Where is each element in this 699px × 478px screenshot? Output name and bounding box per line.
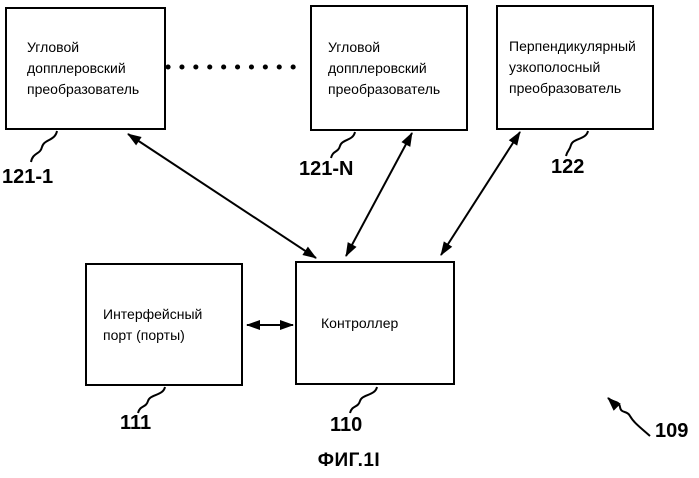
leader-squiggle-110 [349, 386, 378, 414]
block-label-line: преобразователь [509, 80, 622, 96]
block-label-line: преобразователь [27, 81, 140, 97]
block-label-line: Угловой [328, 38, 381, 55]
block-angular-doppler-transducer-n: Угловой допплеровский преобразователь [310, 5, 468, 131]
block-angular-doppler-transducer-1: Угловой допплеровский преобразователь [5, 7, 166, 130]
double-arrow-perpendicular-controller [440, 131, 521, 256]
leader-squiggle-122 [565, 130, 589, 157]
block-label-line: преобразователь [328, 80, 441, 97]
block-label-line: Контроллер [321, 314, 399, 331]
block-label-line: допплеровский [328, 59, 427, 76]
ref-numeral-109: 109 [655, 420, 689, 442]
leader-squiggle-121-1 [30, 130, 58, 163]
ref-numeral-121-1: 121-1 [2, 166, 54, 188]
ref-numeral-122: 122 [551, 156, 585, 178]
block-interface-port: Интерфейсный порт (порты) [85, 263, 243, 386]
ref-numeral-110: 110 [330, 414, 363, 436]
block-label-line: Перпендикулярный [509, 38, 636, 54]
block-perpendicular-narrowband-transducer: Перпендикулярный узкополосный преобразов… [496, 5, 654, 130]
double-arrow-dopplerN-controller [345, 132, 413, 257]
block-label-line: порт (порты) [103, 326, 185, 343]
ref-numeral-121-N: 121-N [299, 158, 354, 180]
block-label-line: допплеровский [27, 60, 126, 76]
figure-ref-arrow-109 [607, 397, 651, 437]
block-label-line: узкополосный [509, 59, 601, 75]
figure-caption: ФИГ.1I [317, 450, 381, 471]
block-label-line: Интерфейсный [103, 305, 203, 322]
block-controller: Контроллер [295, 261, 455, 385]
double-arrow-doppler1-controller [127, 133, 317, 259]
block-label-line: Угловой [27, 39, 80, 55]
ref-numeral-111: 111 [120, 412, 152, 434]
leader-squiggle-111 [137, 386, 166, 414]
leader-squiggle-121-N [330, 131, 356, 159]
